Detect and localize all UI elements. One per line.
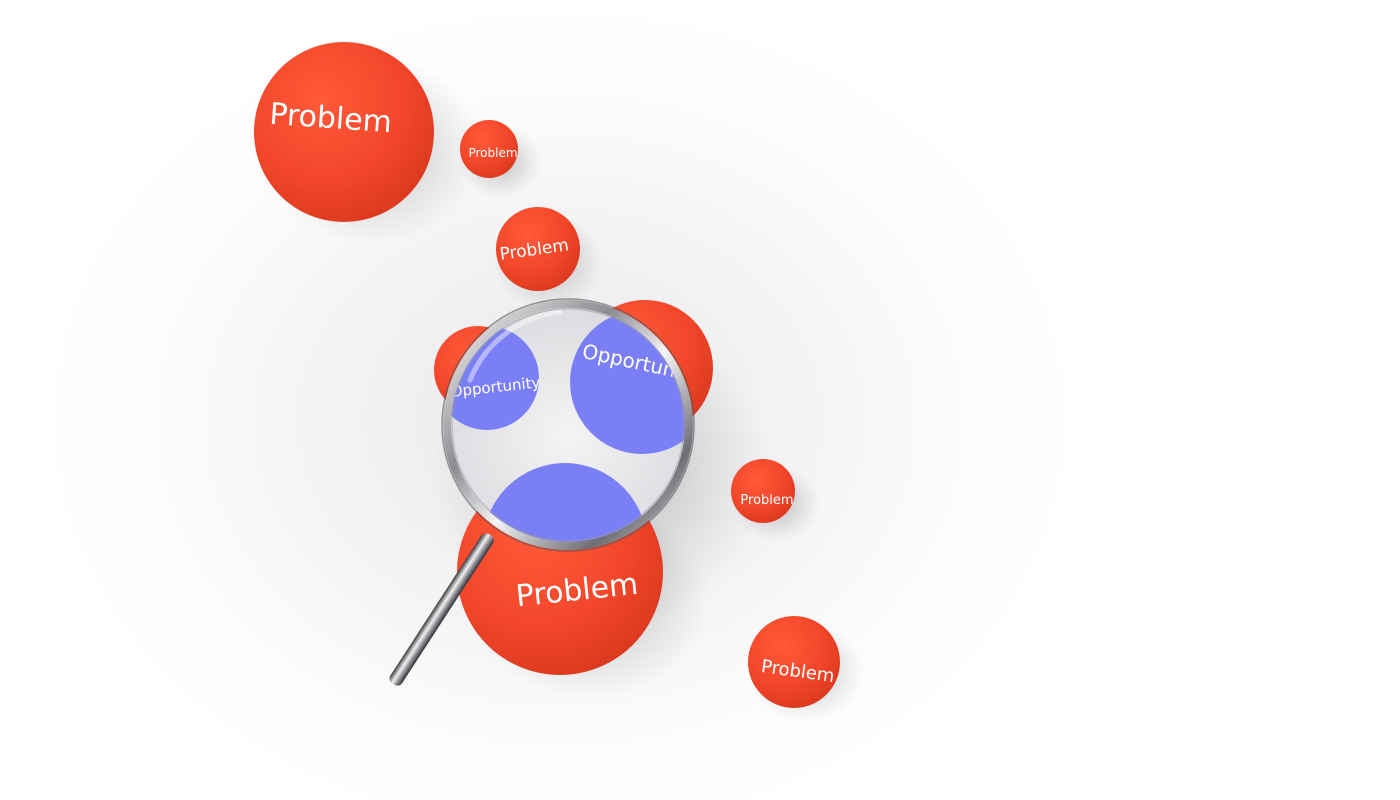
problem-ball-large-top: Problem (254, 42, 434, 222)
problem-label: Problem (268, 97, 393, 140)
problem-ball-medium-right: Problem (748, 616, 840, 708)
problem-ball-small-right: Problem (731, 459, 795, 523)
problem-ball-medium-top: Problem (496, 207, 580, 291)
problem-ball-small-top: Problem (460, 120, 518, 178)
opportunity-ball-bottom (483, 463, 647, 543)
problem-label: Problem (468, 146, 517, 160)
problem-label: Problem (740, 493, 793, 508)
magnifying-glass-icon: Opportunity Opportunity (389, 298, 695, 686)
